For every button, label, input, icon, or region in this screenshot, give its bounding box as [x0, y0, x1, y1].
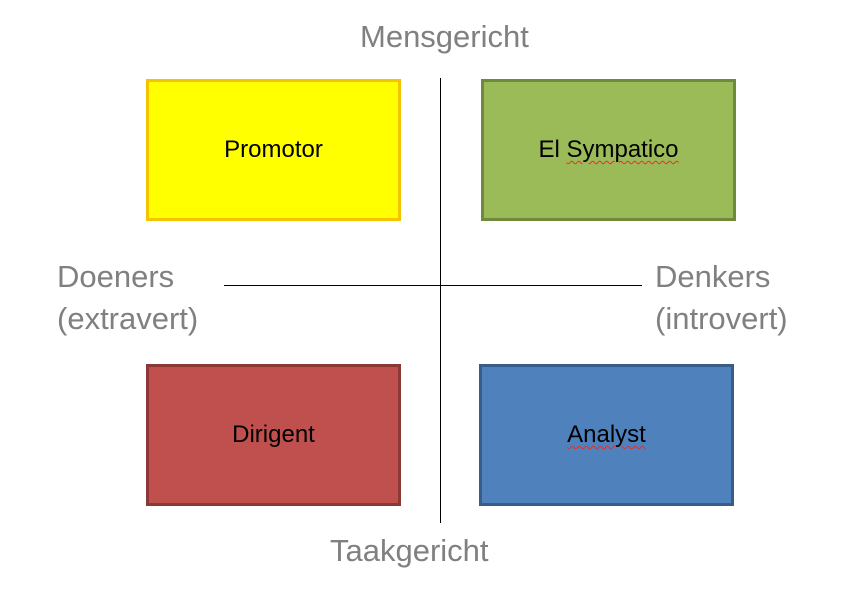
axis-label-left-line1: Doeners [57, 259, 175, 294]
quadrant-label-el-sympatico-word: Sympatico [566, 136, 679, 163]
quadrant-box-analyst: Analyst [479, 364, 734, 506]
quadrant-box-dirigent: Dirigent [146, 364, 401, 506]
axis-label-bottom: Taakgericht [330, 533, 489, 568]
quadrant-label-promotor: Promotor [224, 136, 323, 163]
quadrant-box-promotor: Promotor [146, 79, 401, 221]
axis-label-right-line1: Denkers [655, 259, 771, 294]
quadrant-label-analyst: Analyst [567, 421, 646, 448]
axis-label-right-line2: (introvert) [655, 301, 788, 336]
quadrant-label-dirigent: Dirigent [232, 421, 315, 448]
vertical-axis-line [440, 78, 441, 523]
horizontal-axis-line [224, 285, 642, 286]
quadrant-box-el-sympatico: El Sympatico [481, 79, 736, 221]
axis-label-left-line2: (extravert) [57, 301, 199, 336]
axis-label-top: Mensgericht [360, 19, 529, 54]
quadrant-label-el-sympatico: El Sympatico [538, 136, 678, 164]
axis-label-left: Doeners (extravert) [57, 256, 198, 340]
axis-label-right: Denkers (introvert) [655, 256, 788, 340]
quadrant-label-el-sympatico-prefix: El [538, 136, 567, 163]
